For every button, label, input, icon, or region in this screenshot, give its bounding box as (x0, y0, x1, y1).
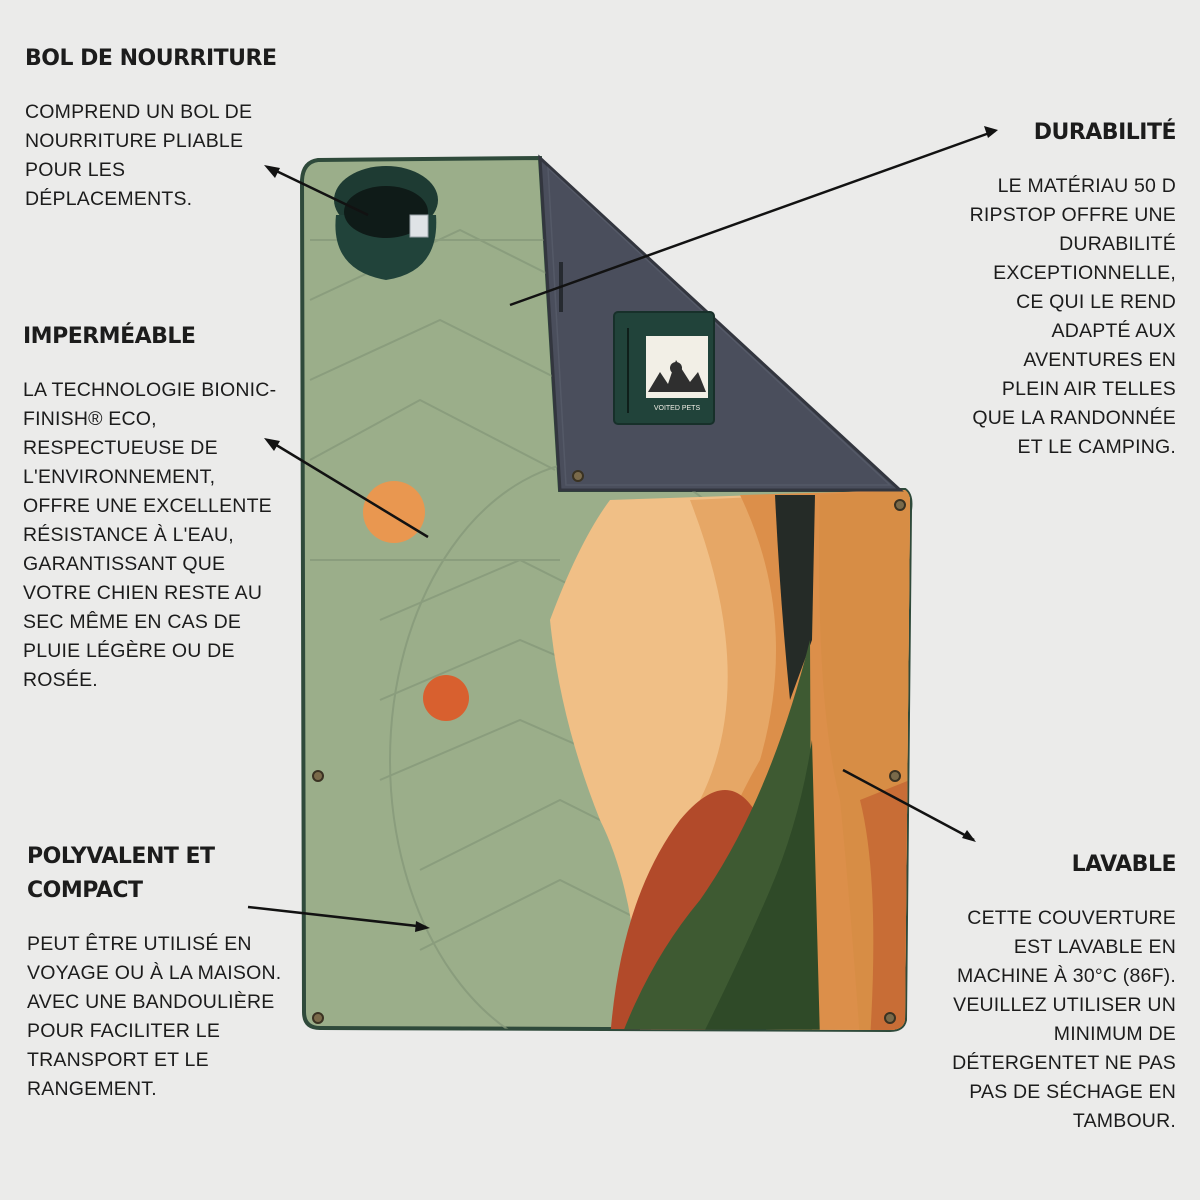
feature-bowl: BOL DE NOURRITURE COMPREND UN BOL DE NOU… (25, 42, 325, 214)
feature-title-line: POLYVALENT ET (27, 844, 215, 869)
brand-patch: VOITED PETS (613, 311, 715, 425)
feature-title: LAVABLE (1071, 852, 1177, 877)
arrowhead-icon (984, 126, 998, 138)
arrowhead-icon (962, 830, 976, 842)
sun-circle-red (423, 675, 469, 721)
food-bowl (334, 166, 438, 280)
snap-button (312, 1012, 324, 1024)
feature-compact: POLYVALENT ET COMPACT PEUT ÊTRE UTILISÉ … (27, 840, 327, 1104)
snap-button (894, 499, 906, 511)
arrow-compact (247, 905, 427, 929)
feature-description: CETTE COUVERTURE EST LAVABLE EN MACHINE … (952, 907, 1176, 1132)
feature-waterproof: IMPERMÉABLE LA TECHNOLOGIE BIONIC- FINIS… (23, 320, 313, 695)
arrowhead-icon (264, 165, 280, 178)
feature-title: BOL DE NOURRITURE (25, 46, 277, 71)
feature-description: COMPREND UN BOL DE NOURRITURE PLIABLE PO… (25, 101, 253, 210)
feature-title: POLYVALENT ET COMPACT (27, 840, 327, 908)
arrow-bowl (267, 165, 369, 217)
blanket-body (299, 155, 913, 1033)
feature-washable: LAVABLE CETTE COUVERTURE EST LAVABLE EN … (876, 848, 1176, 1136)
snap-button (889, 770, 901, 782)
arrow-heads (264, 126, 998, 932)
patch-brand-text: VOITED PETS (654, 405, 701, 412)
arrowhead-icon (415, 921, 430, 932)
feature-durability: DURABILITÉ LE MATÉRIAU 50 D RIPSTOP OFFR… (876, 116, 1177, 462)
sun-circle-orange (363, 481, 425, 543)
feature-description: PEUT ÊTRE UTILISÉ EN VOYAGE OU À LA MAIS… (27, 933, 282, 1100)
arrow-washable (842, 768, 975, 842)
snap-button (572, 470, 584, 482)
callout-arrows (247, 129, 996, 929)
feature-description: LA TECHNOLOGIE BIONIC- FINISH® ECO, RESP… (23, 379, 277, 691)
feature-title: IMPERMÉABLE (23, 324, 196, 349)
snap-button (312, 770, 324, 782)
feature-title-line: COMPACT (27, 878, 143, 903)
feature-description: LE MATÉRIAU 50 D RIPSTOP OFFRE UNE DURAB… (969, 175, 1176, 458)
snap-button (884, 1012, 896, 1024)
feature-title: DURABILITÉ (1033, 120, 1177, 145)
arrow-durability (509, 129, 996, 307)
mountain-landscape (550, 490, 910, 1030)
arrow-waterproof (267, 438, 429, 539)
arrowhead-icon (264, 438, 280, 451)
folded-corner-lining: VOITED PETS (538, 154, 904, 492)
